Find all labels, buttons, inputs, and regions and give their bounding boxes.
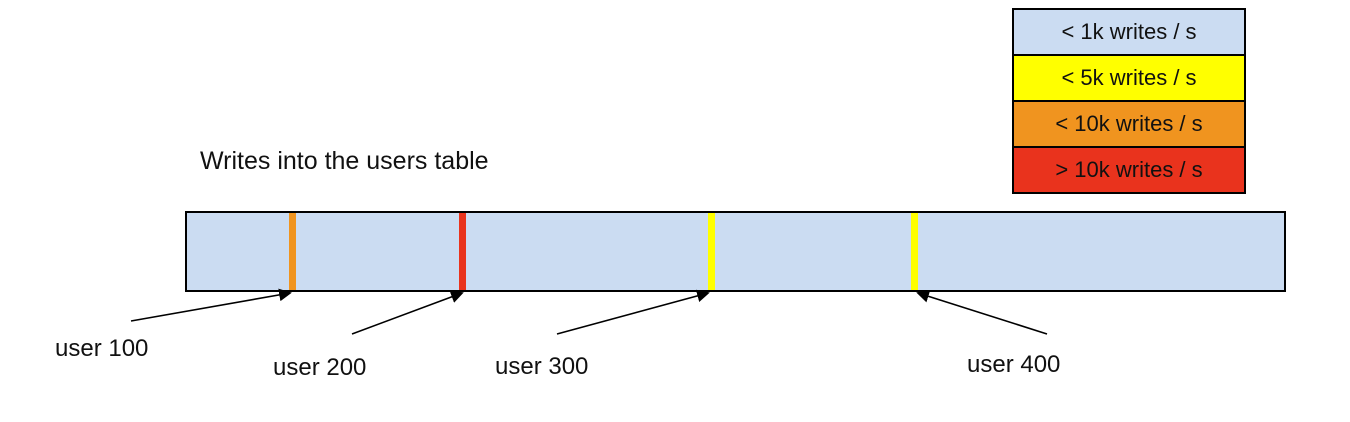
- hotspot-marker-user-200: [459, 213, 466, 290]
- users-table-bar: [185, 211, 1286, 292]
- label-user-100: user 100: [55, 335, 149, 362]
- label-user-300: user 300: [495, 353, 589, 380]
- label-user-200: user 200: [273, 354, 367, 381]
- label-user-400: user 400: [967, 351, 1061, 378]
- legend-item-lt-1k: < 1k writes / s: [1014, 10, 1244, 54]
- arrow-user-300: [556, 289, 710, 335]
- hotspot-marker-user-300: [708, 213, 715, 290]
- hotspot-marker-user-100: [289, 213, 296, 290]
- legend-item-lt-5k: < 5k writes / s: [1014, 54, 1244, 100]
- diagram-title: Writes into the users table: [200, 147, 489, 175]
- arrow-user-100: [130, 288, 292, 322]
- legend-item-gt-10k: > 10k writes / s: [1014, 146, 1244, 192]
- arrow-user-400: [916, 290, 1048, 335]
- legend-item-lt-10k: < 10k writes / s: [1014, 100, 1244, 146]
- legend: < 1k writes / s < 5k writes / s < 10k wr…: [1012, 8, 1246, 194]
- arrow-user-200: [351, 290, 464, 335]
- hotspot-marker-user-400: [911, 213, 918, 290]
